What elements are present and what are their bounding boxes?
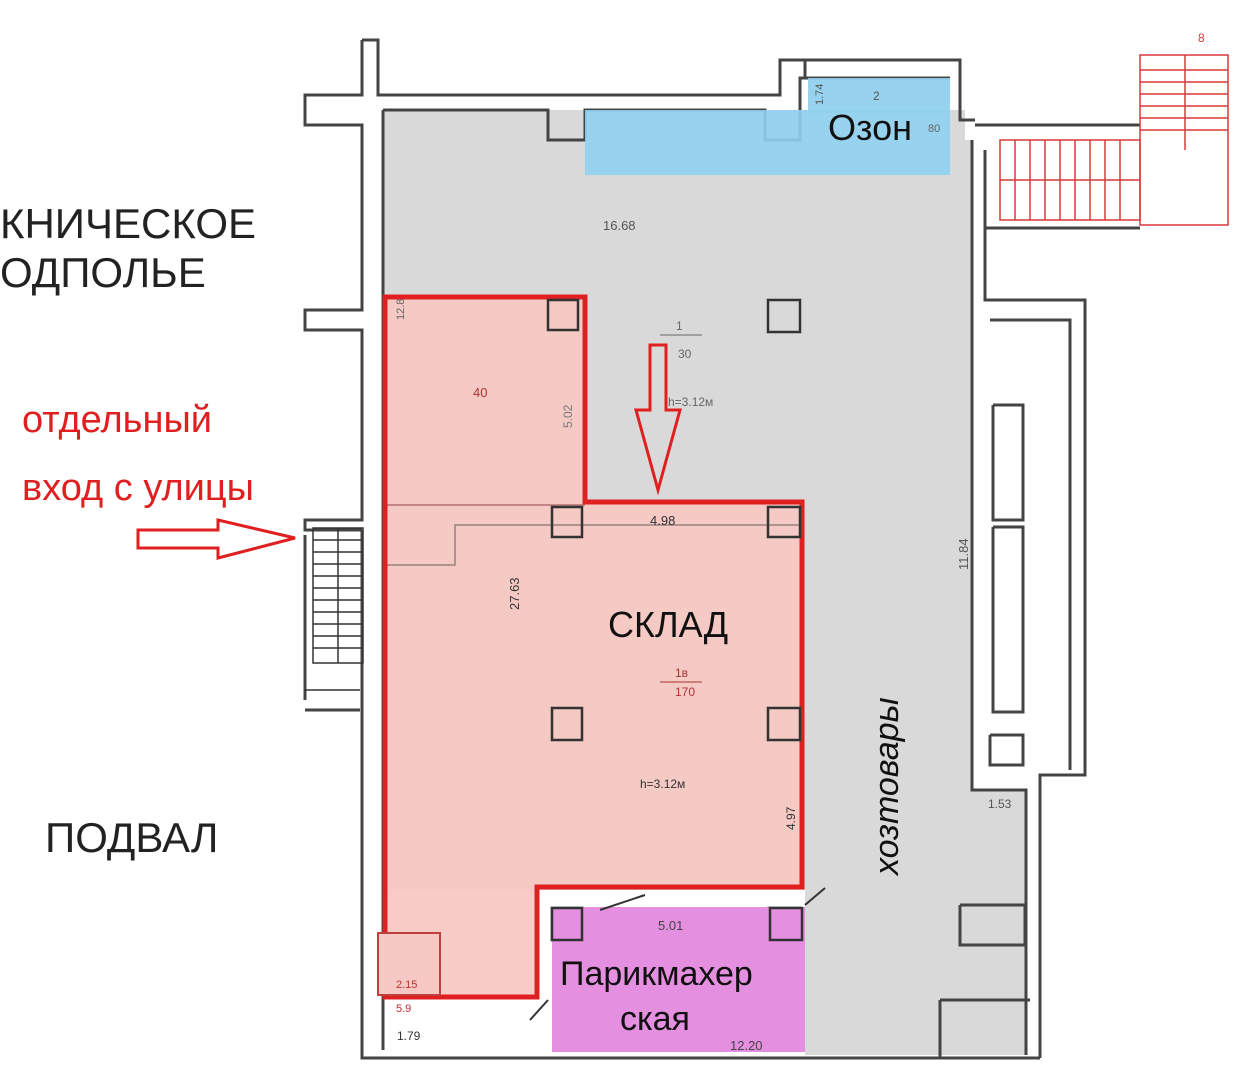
entrance-label-line1: отдельный [22,399,212,441]
salon-door-1 [599,894,646,911]
hoz-label: хозтовары [868,697,906,877]
dim-h312-top: h=3.12м [668,395,713,409]
left-stairs [305,527,364,691]
salon-door-3 [529,999,549,1021]
dim-59: 5.9 [396,1003,411,1015]
dim-1668: 16.68 [603,218,636,233]
salon-room [552,907,805,1052]
dim-498: 4.98 [650,513,675,528]
salon-columns [550,906,804,942]
tech-underfloor-line1: КНИЧЕСКОЕ [0,200,256,247]
entrance-arrow [136,518,296,560]
basement-label: ПОДВАЛ [45,814,219,861]
dim-2763: 27.63 [507,577,522,610]
dim-h312: h=3.12м [640,777,685,791]
down-arrow [634,343,682,496]
dim-502: 5.02 [561,404,575,428]
dim-1184: 11.84 [956,538,971,570]
dim-179: 1.79 [397,1029,421,1043]
dim-215: 2.15 [396,979,417,991]
dim-1b: 1в [675,666,688,680]
right-stairs [999,54,1229,226]
sklad-label: СКЛАД [608,604,728,645]
salon-label-2: ская [620,1000,690,1038]
dim-1: 1 [676,319,683,333]
dim-1220: 12.20 [730,1038,763,1053]
dim-501: 5.01 [658,918,683,933]
entrance-label-line2: вход с улицы [22,467,254,509]
dim-128: 12.8 [395,299,407,320]
salon-door-2 [804,887,826,906]
sklad-columns [546,298,802,742]
dim-80: 80 [928,123,940,135]
salon-label-1: Парикмахер [560,955,753,993]
small-room [377,932,441,996]
dim-170: 170 [675,685,695,699]
dim-2: 2 [873,89,880,103]
sklad-outline [382,294,805,1000]
tech-underfloor-line2: ОДПОЛЬЕ [0,249,206,296]
sklad-area [385,297,802,997]
dim-8: 8 [1198,31,1205,45]
dim-153: 1.53 [988,797,1012,811]
dim-30: 30 [678,347,692,361]
ozon-nook [808,78,950,113]
ozon-room [585,110,950,175]
dim-497: 4.97 [784,806,798,830]
dim-174: 1.74 [814,84,826,105]
ozon-label: Озон [828,107,912,148]
walls [303,38,1140,1060]
sklad-inner-wall [385,524,800,566]
dim-40: 40 [473,385,487,400]
